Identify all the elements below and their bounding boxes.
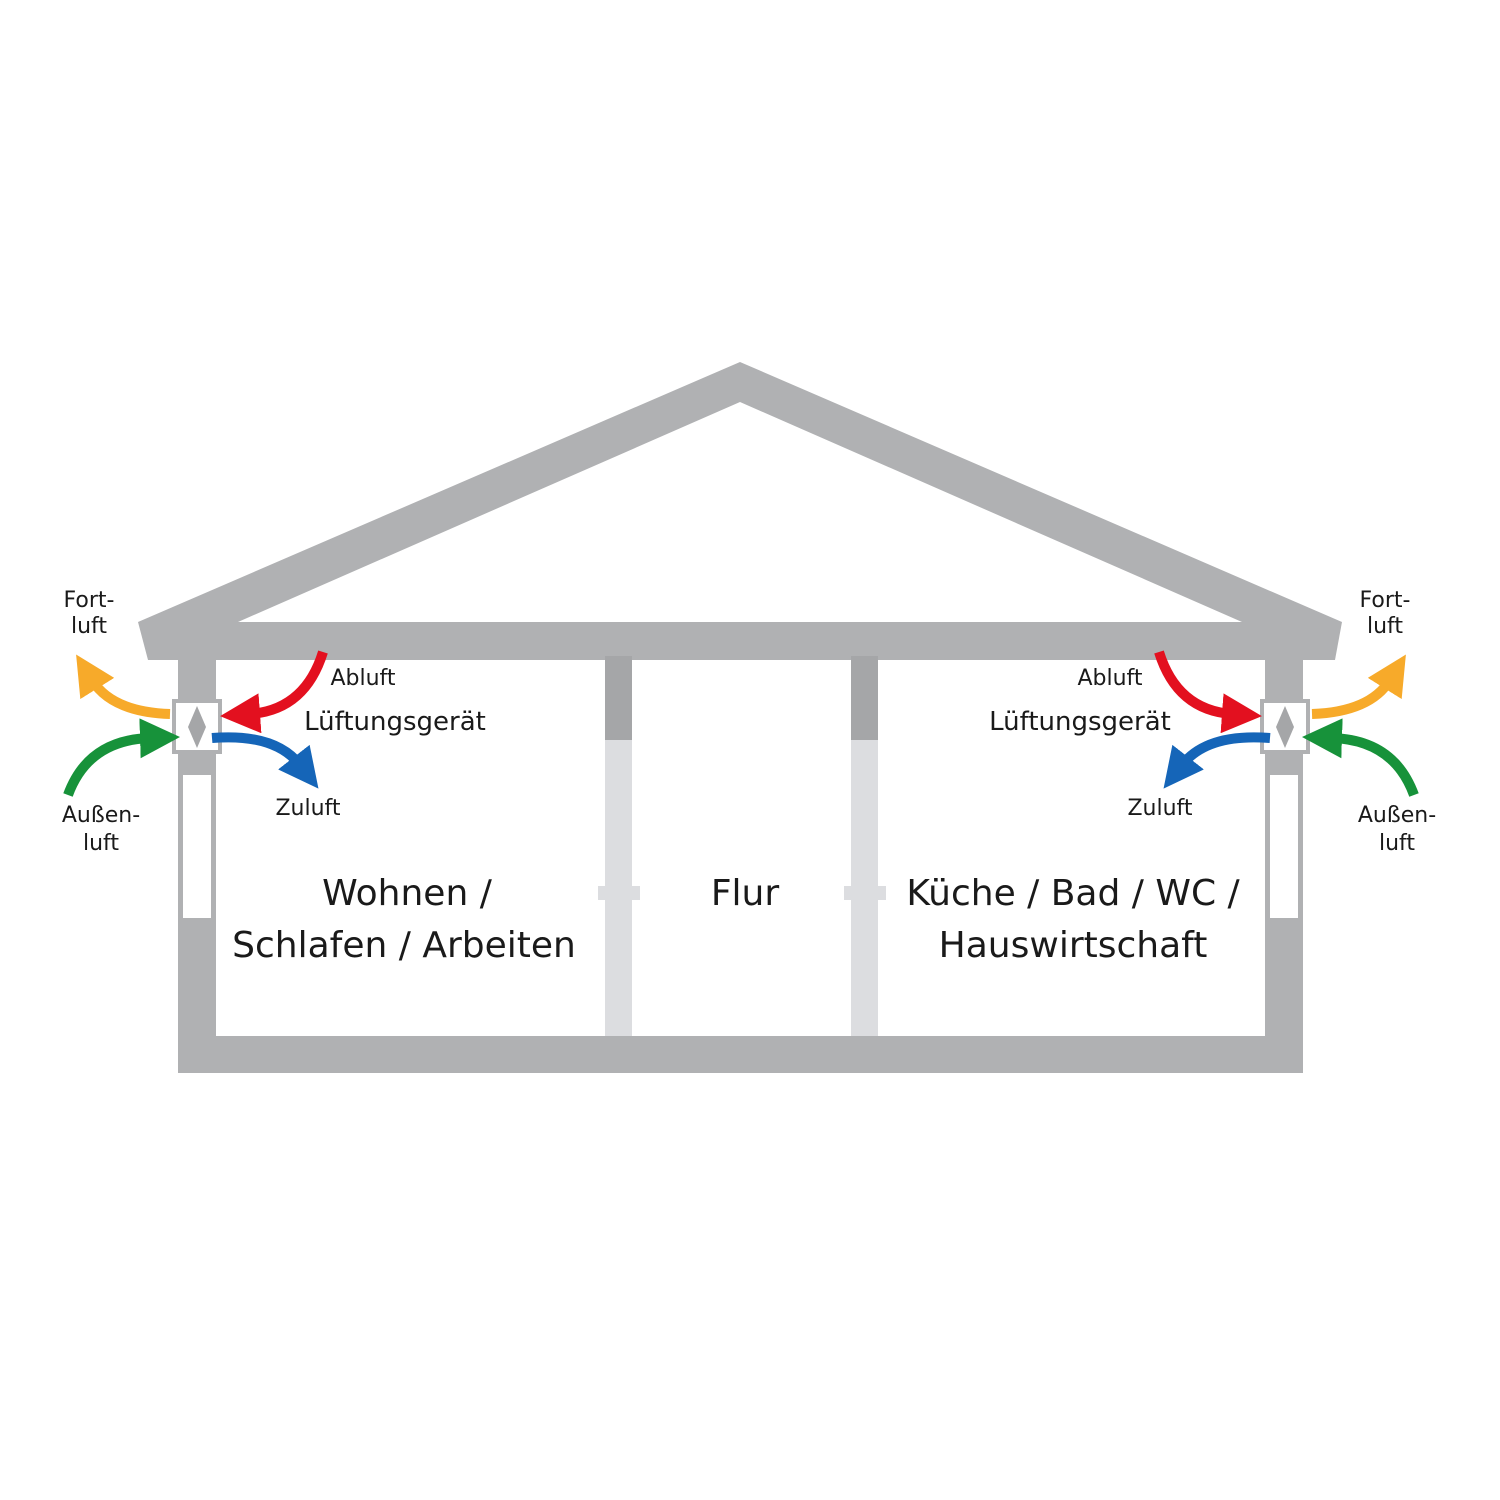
right-abluft-label: Abluft xyxy=(1077,666,1142,691)
room-right-label-1: Küche / Bad / WC / xyxy=(906,873,1240,914)
left-aussenluft-label-2: luft xyxy=(83,831,119,856)
roof xyxy=(138,362,1342,622)
right-zuluft-label: Zuluft xyxy=(1127,796,1192,821)
room-right-label-2: Hauswirtschaft xyxy=(939,925,1208,966)
left-fortluft-label-1: Fort- xyxy=(64,588,115,613)
right-device-label: Lüftungsgerät xyxy=(989,707,1171,737)
partition-right xyxy=(844,656,886,1036)
left-abluft-label: Abluft xyxy=(330,666,395,691)
room-left-label-1: Wohnen / xyxy=(322,873,493,914)
left-aussenluft-label-1: Außen- xyxy=(62,803,140,828)
ceiling-slab xyxy=(138,622,1342,660)
left-window xyxy=(183,775,211,918)
right-window xyxy=(1270,775,1298,918)
floor-slab xyxy=(178,1036,1303,1073)
right-ventilation-unit xyxy=(1260,699,1310,754)
partition-left xyxy=(598,656,640,1036)
right-fortluft-label-2: luft xyxy=(1367,614,1403,639)
left-ventilation-unit xyxy=(172,699,222,754)
right-aussenluft-label-2: luft xyxy=(1379,831,1415,856)
left-zuluft-label: Zuluft xyxy=(275,796,340,821)
left-fortluft-label-2: luft xyxy=(71,614,107,639)
heat-exchanger-icon xyxy=(188,706,206,748)
left-device-label: Lüftungsgerät xyxy=(304,707,486,737)
right-aussenluft-label-1: Außen- xyxy=(1358,803,1436,828)
right-fortluft-label-1: Fort- xyxy=(1360,588,1411,613)
room-middle-label: Flur xyxy=(711,873,780,914)
room-left-label-2: Schlafen / Arbeiten xyxy=(232,925,576,966)
heat-exchanger-icon xyxy=(1276,706,1294,748)
